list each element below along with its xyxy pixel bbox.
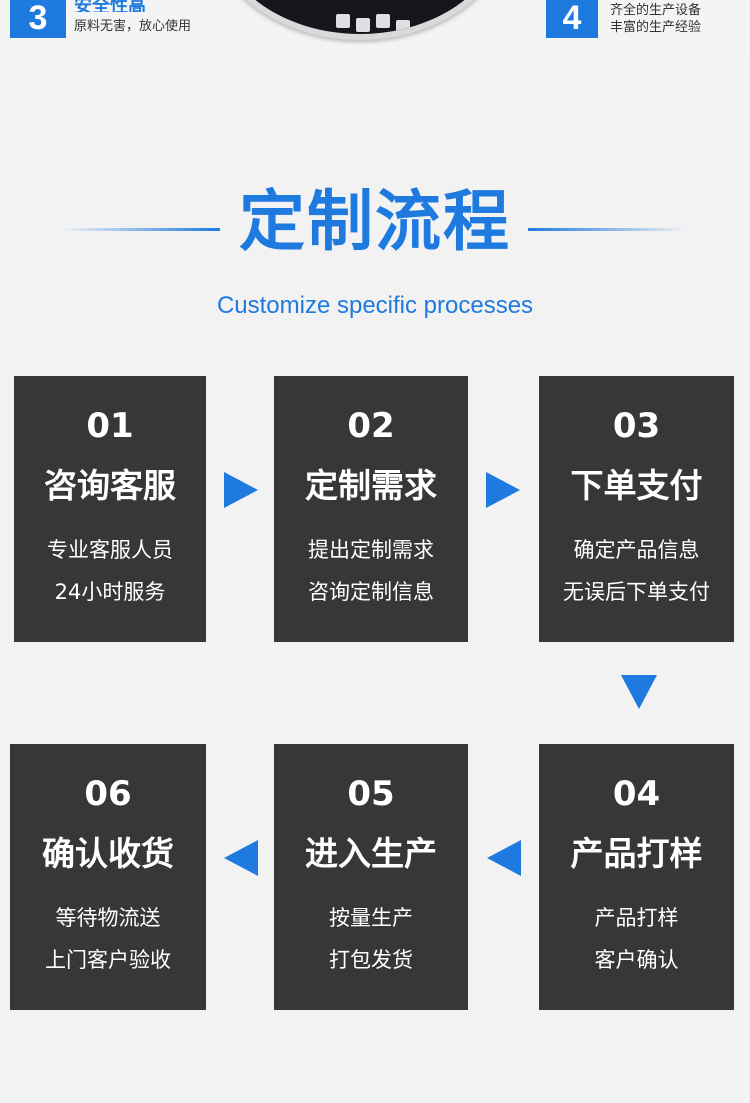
- step-title: 定制需求: [305, 466, 437, 505]
- section-subtitle: Customize specific processes: [216, 292, 534, 319]
- step-number: 02: [347, 406, 395, 446]
- step-card-03: 03 下单支付 确定产品信息 无误后下单支付: [539, 376, 734, 642]
- title-divider: [60, 228, 220, 231]
- step-desc: 上门客户验收: [45, 948, 171, 972]
- step-desc: 提出定制需求: [308, 538, 434, 562]
- step-desc: 咨询定制信息: [308, 580, 434, 604]
- product-image: [210, 0, 510, 40]
- feature-line: 齐全的生产设备: [610, 3, 702, 18]
- feature-number-badge: 4: [546, 0, 598, 38]
- step-desc: 24小时服务: [54, 580, 166, 604]
- arrow-left-icon: [487, 840, 521, 876]
- step-card-01: 01 咨询客服 专业客服人员 24小时服务: [14, 376, 206, 642]
- step-number: 03: [612, 406, 661, 446]
- arrow-down-icon: [621, 675, 657, 709]
- step-desc: 客户确认: [594, 948, 679, 972]
- step-desc: 专业客服人员: [47, 538, 173, 562]
- step-title: 咨询客服: [44, 466, 176, 505]
- step-desc: 产品打样: [594, 906, 679, 930]
- arrow-right-icon: [486, 472, 520, 508]
- step-card-05: 05 进入生产 按量生产 打包发货: [274, 744, 468, 1010]
- feature-line: 丰富的生产经验: [610, 20, 702, 35]
- title-divider: [528, 228, 688, 231]
- step-number: 06: [84, 774, 132, 814]
- step-title: 进入生产: [305, 834, 437, 873]
- feature-number-badge: 3: [10, 0, 66, 38]
- product-cube: [396, 20, 410, 34]
- section-header: 定制流程: [0, 180, 750, 270]
- step-card-06: 06 确认收货 等待物流送 上门客户验收: [10, 744, 206, 1010]
- step-desc: 等待物流送: [55, 906, 161, 930]
- product-cube: [356, 18, 370, 32]
- arrow-right-icon: [224, 472, 258, 508]
- feature-strip: 3 安全性高 原料无害，放心使用 4 齐全的生产设备 丰富的生产经验: [0, 0, 750, 60]
- step-desc: 确定产品信息: [573, 538, 700, 562]
- step-title: 产品打样: [570, 834, 703, 873]
- feature-subtitle: 原料无害，放心使用: [74, 19, 192, 34]
- step-number: 04: [612, 774, 661, 814]
- step-card-04: 04 产品打样 产品打样 客户确认: [539, 744, 734, 1010]
- arrow-left-icon: [224, 840, 258, 876]
- section-title: 定制流程: [239, 183, 511, 260]
- step-number: 05: [347, 774, 395, 814]
- feature-title: 安全性高: [74, 0, 146, 12]
- product-cube: [376, 14, 390, 28]
- step-title: 确认收货: [42, 834, 174, 873]
- product-cube: [336, 14, 350, 28]
- step-desc: 按量生产: [329, 906, 413, 930]
- step-desc: 打包发货: [329, 948, 413, 972]
- step-title: 下单支付: [570, 466, 703, 505]
- step-card-02: 02 定制需求 提出定制需求 咨询定制信息: [274, 376, 468, 642]
- step-desc: 无误后下单支付: [563, 580, 710, 604]
- step-number: 01: [86, 406, 134, 446]
